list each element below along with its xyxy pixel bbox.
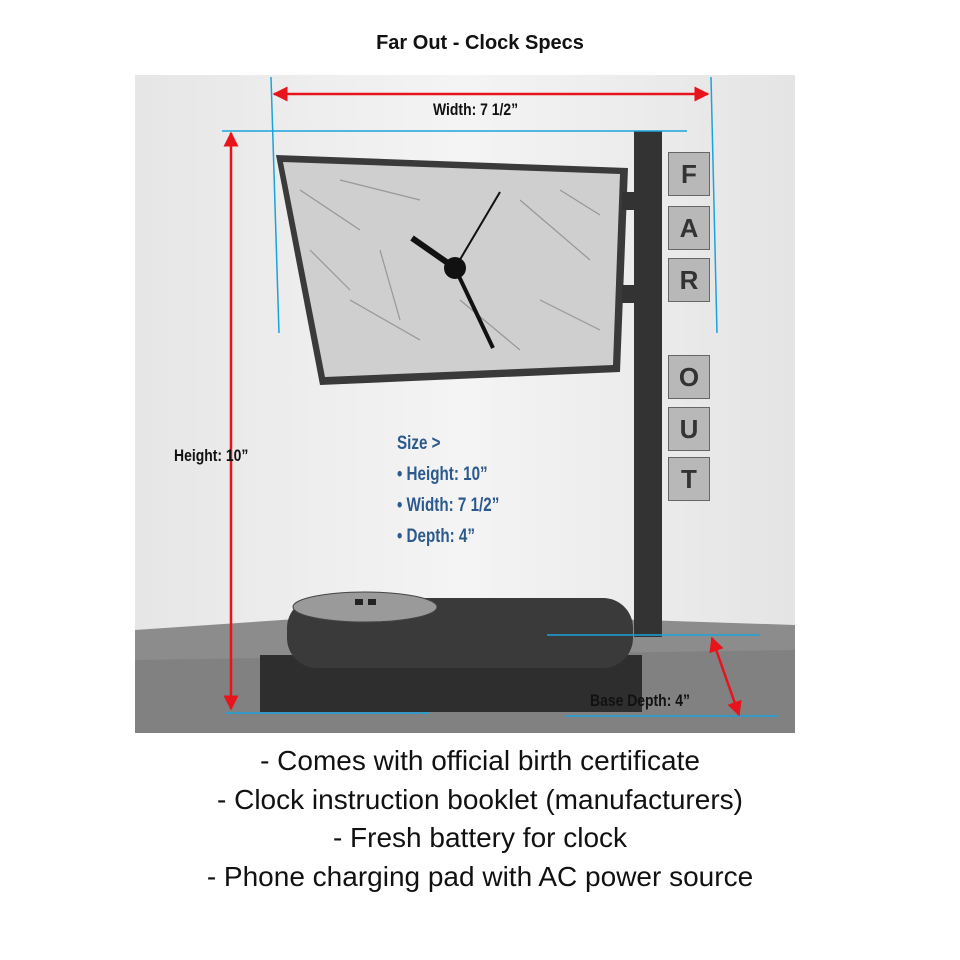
letter-tile: R (668, 258, 710, 302)
base-depth-label: Base Depth: 4” (590, 691, 690, 710)
size-item: • Width: 7 1/2” (397, 495, 500, 516)
feature-item: - Fresh battery for clock (332, 822, 628, 853)
feature-item: - Phone charging pad with AC power sourc… (206, 860, 754, 892)
width-label: Width: 7 1/2” (433, 100, 519, 119)
depth-arrow (709, 636, 742, 717)
clock-hands-icon (410, 191, 501, 349)
guide-lines (222, 76, 778, 717)
page-title: Far Out - Clock Specs (376, 32, 584, 54)
feature-item: - Comes with official birth certificate (260, 745, 700, 776)
letter-tile: O (668, 355, 710, 399)
size-heading: Size > (397, 433, 441, 454)
size-box: Size > • Height: 10” • Width: 7 1/2” • D… (397, 428, 499, 552)
feature-item: - Clock instruction booklet (manufacture… (217, 783, 743, 815)
size-item: • Depth: 4” (397, 526, 475, 547)
dimension-arrows (223, 86, 742, 717)
feature-list: - Comes with official birth certificate … (0, 742, 960, 896)
letter-tile: F (668, 152, 710, 196)
letter-tile: A (668, 206, 710, 250)
height-label: Height: 10” (174, 446, 249, 465)
letter-tile: U (668, 407, 710, 451)
letter-tile: T (668, 457, 710, 501)
clock-pole (634, 131, 662, 637)
size-item: • Height: 10” (397, 464, 488, 485)
